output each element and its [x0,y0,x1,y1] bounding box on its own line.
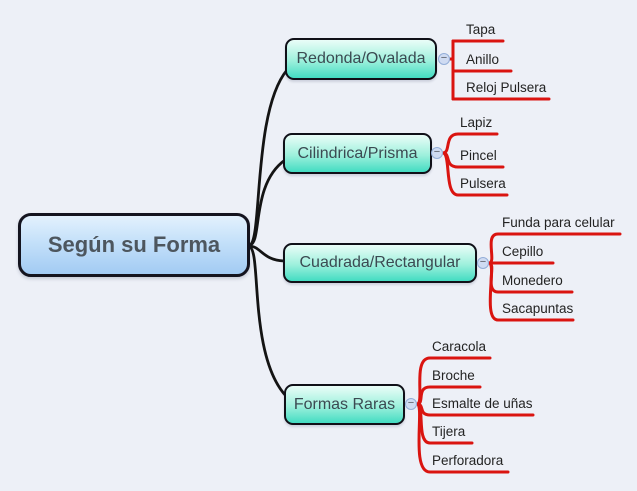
leaf-perforadora[interactable]: Perforadora [432,453,504,468]
collapse-button-formas[interactable]: − [405,398,417,410]
leaf-tapa[interactable]: Tapa [466,22,496,37]
topic-cuadrada-rectangular[interactable]: Cuadrada/Rectangular [283,243,477,283]
leaf-tijera[interactable]: Tijera [432,424,466,439]
branch-line-perforadora [415,402,510,474]
connector-root-to-cuadrada [247,244,286,263]
root-topic[interactable]: Según su Forma [18,213,250,277]
collapse-button-redonda[interactable]: − [438,53,450,65]
collapse-button-cuadrada[interactable]: − [477,257,489,269]
topic-formas-raras[interactable]: Formas Raras [284,384,405,425]
connector-root-to-cilindrica [247,158,287,247]
leaf-reloj-pulsera[interactable]: Reloj Pulsera [466,80,547,95]
leaf-pincel[interactable]: Pincel [460,148,497,163]
collapse-button-cilindrica[interactable]: − [431,147,443,159]
connector-root-to-formas [247,245,288,398]
leaf-monedero[interactable]: Monedero [502,273,563,288]
leaf-pulsera[interactable]: Pulsera [460,176,506,191]
leaf-anillo[interactable]: Anillo [466,52,500,67]
leaf-cepillo[interactable]: Cepillo [502,244,544,259]
topic-cilindrica-prisma[interactable]: Cilindrica/Prisma [283,133,432,174]
leaf-funda-para-celular[interactable]: Funda para celular [502,215,615,230]
leaf-caracola[interactable]: Caracola [432,339,487,354]
leaf-esmalte-de-unas[interactable]: Esmalte de uñas [432,396,533,411]
connector-root-to-redonda [247,68,289,247]
topic-redonda-ovalada[interactable]: Redonda/Ovalada [285,38,437,80]
leaf-sacapuntas[interactable]: Sacapuntas [502,301,574,316]
leaf-broche[interactable]: Broche [432,368,475,383]
branch-line-pulsera [441,151,509,197]
branch-line-sacapuntas [487,261,575,322]
leaf-lapiz[interactable]: Lapiz [460,115,493,130]
